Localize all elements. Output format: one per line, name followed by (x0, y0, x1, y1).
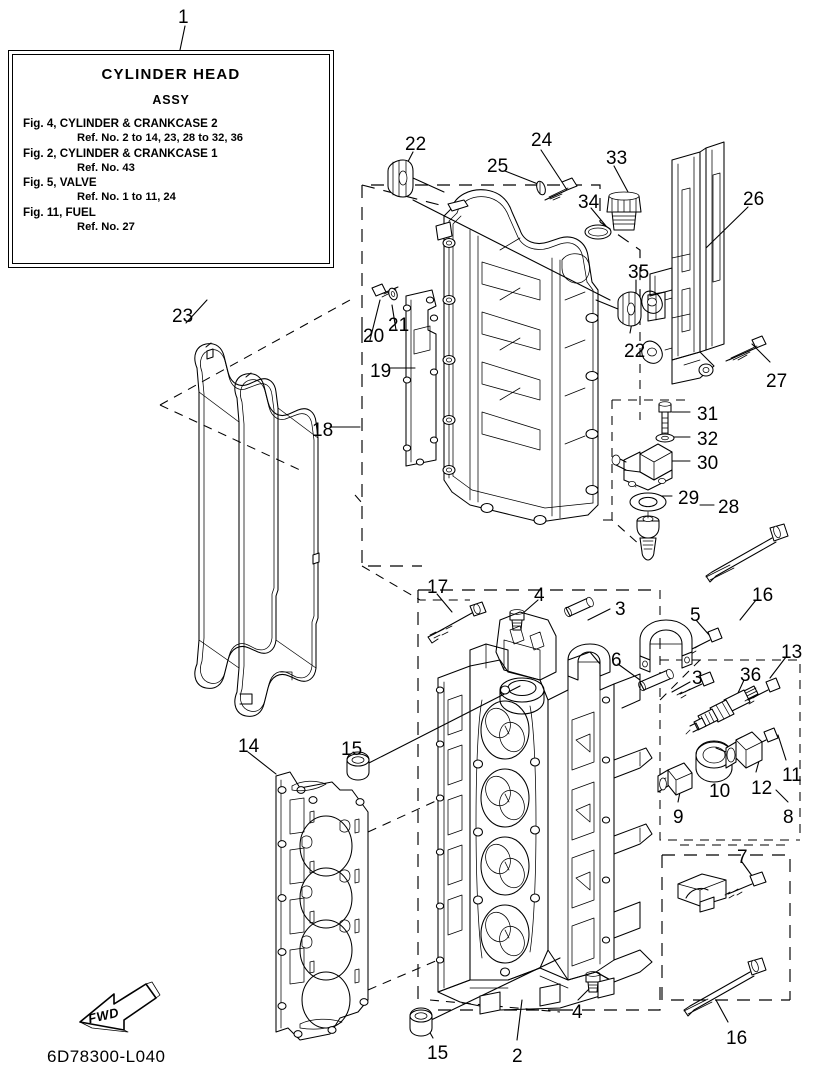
fwd-arrow-marker (79, 981, 161, 1033)
callout-16-24: 16 (752, 585, 774, 606)
callout-7-36: 7 (737, 847, 748, 868)
dowel-pin-3-lower (638, 668, 674, 692)
title-block-heading: CYLINDER HEAD (101, 66, 241, 83)
callout-36-27: 36 (740, 665, 762, 686)
bolt-24 (544, 177, 578, 201)
o-ring-34 (584, 224, 612, 240)
callout-33-4: 33 (606, 148, 628, 169)
long-bolt-16-upper (705, 523, 789, 583)
callout-35-7: 35 (628, 262, 650, 283)
bolt-17 (427, 601, 487, 644)
callout-9-32: 9 (673, 807, 684, 828)
grommet-22-right (595, 291, 642, 327)
bolt-31 (658, 401, 672, 439)
reference-numbers-4: Ref. No. 27 (77, 220, 135, 233)
fitting-9 (657, 762, 693, 796)
washer-21 (388, 287, 398, 301)
dowel-pin-3-upper (564, 596, 594, 618)
callout-30-17: 30 (697, 453, 719, 474)
callout-27-13: 27 (766, 371, 788, 392)
callout-24-2: 24 (531, 130, 553, 151)
callout-29-18: 29 (678, 488, 700, 509)
bolt-27 (725, 335, 767, 362)
callout-11-29: 11 (782, 765, 802, 786)
callout-19-12: 19 (370, 361, 392, 382)
callout-14-34: 14 (238, 736, 260, 757)
clamp-6 (639, 619, 715, 699)
dowel-15-upper (346, 751, 370, 781)
callout-31-15: 31 (697, 404, 719, 425)
title-block-subheading: ASSY (152, 93, 190, 107)
reference-numbers-2: Ref. No. 43 (77, 161, 135, 174)
dowel-15-lower (409, 1007, 433, 1037)
callout-18-14: 18 (312, 420, 334, 441)
wiring-bracket-26 (641, 141, 725, 385)
valve-cover-assembly (435, 189, 599, 526)
callout-22-8: 22 (624, 341, 646, 362)
clip-7 (677, 871, 767, 913)
thermostat-housing-30 (611, 443, 673, 491)
reference-figure-3: Fig. 5, VALVE (23, 176, 97, 190)
reference-numbers-1: Ref. No. 2 to 14, 23, 28 to 32, 36 (77, 132, 244, 145)
head-gasket-14 (275, 771, 369, 1041)
callout-25-3: 25 (487, 156, 509, 177)
callout-12-30: 12 (751, 778, 773, 799)
callout-22-1: 22 (405, 134, 427, 155)
spark-plug-36 (685, 685, 759, 735)
callout-20-10: 20 (363, 326, 385, 347)
callout-23-9: 23 (172, 306, 194, 327)
callout-13-28: 13 (781, 642, 803, 663)
valve-cover-gasket-23 (194, 342, 320, 717)
washer-25 (536, 180, 546, 196)
grommet-22-left (387, 159, 445, 198)
drawing-number: 6D78300-L040 (47, 1047, 166, 1066)
reference-numbers-3: Ref. No. 1 to 11, 24 (77, 191, 176, 204)
reference-figure-2: Fig. 2, CYLINDER & CRANKCASE 1 (23, 146, 218, 160)
reference-figure-4: Fig. 11, FUEL (23, 205, 96, 219)
callout-28-19: 28 (718, 497, 740, 518)
cylinder-head-casting-2 (435, 611, 653, 1015)
callout-1-0: 1 (178, 7, 189, 28)
callout-21-11: 21 (388, 315, 410, 336)
reference-figure-1: Fig. 4, CYLINDER & CRANKCASE 2 (23, 117, 218, 130)
callout-6-25: 6 (611, 650, 622, 671)
callout-15-37: 15 (427, 1043, 449, 1064)
callout-4-21: 4 (534, 585, 545, 606)
washer-32 (655, 433, 675, 443)
callout-16-40: 16 (726, 1028, 748, 1049)
callout-32-16: 32 (697, 429, 719, 450)
callout-5-23: 5 (690, 605, 701, 626)
long-bolt-16-lower (683, 957, 767, 1017)
callout-4-39: 4 (572, 1002, 583, 1023)
callout-8-31: 8 (783, 807, 794, 828)
sensor-8 (715, 731, 763, 769)
callout-3-26: 3 (692, 668, 703, 689)
oil-filler-cap-33 (606, 191, 642, 231)
callout-10-33: 10 (709, 781, 731, 802)
washer-29 (629, 492, 667, 512)
callout-3-22: 3 (615, 599, 626, 620)
callout-17-20: 17 (427, 577, 449, 598)
callout-26-6: 26 (743, 189, 765, 210)
callout-34-5: 34 (578, 192, 600, 213)
side-cover-19 (402, 289, 439, 467)
thermostat-28 (636, 511, 660, 561)
callout-15-35: 15 (341, 739, 363, 760)
title-block: CYLINDER HEAD ASSY Fig. 4, CYLINDER & CR… (8, 50, 334, 268)
bolt-13 (744, 677, 781, 705)
callout-2-38: 2 (512, 1046, 523, 1067)
